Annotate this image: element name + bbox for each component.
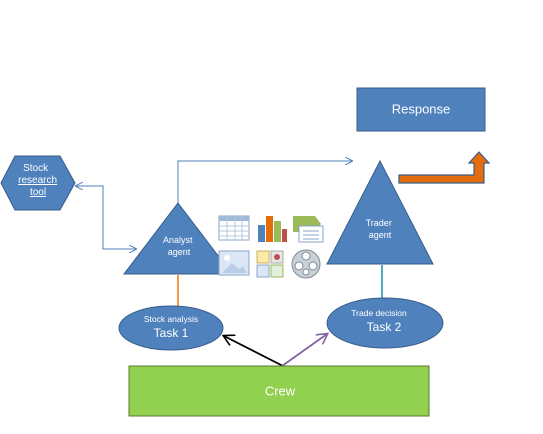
clip-art-icon[interactable]: [256, 250, 284, 278]
crew-to-task2-arrow: [281, 334, 327, 367]
table-icon[interactable]: [218, 215, 250, 241]
trader-label-line-1: Trader: [366, 218, 392, 228]
tool-analyst-connector: [76, 186, 136, 249]
response-node: Response: [356, 87, 486, 132]
task2-node: Trade decision Task 2: [326, 297, 444, 349]
response-label: Response: [392, 101, 451, 116]
tool-label-line-3: tool: [30, 187, 46, 198]
svg-text:Trader agent: Trader agent: [366, 218, 395, 240]
task1-node: Stock analysis Task 1: [118, 305, 224, 351]
analyst-label-line-2: agent: [168, 247, 191, 257]
smartart-icon[interactable]: [293, 216, 324, 243]
bar-chart-icon[interactable]: [258, 216, 287, 242]
crew-to-task1-arrow: [224, 336, 284, 367]
task2-title: Task 2: [367, 320, 402, 334]
task1-subtitle: Stock analysis: [144, 314, 198, 324]
task1-title: Task 1: [154, 326, 189, 340]
media-reel-icon[interactable]: [291, 249, 321, 279]
analyst-to-response-connector: [177, 161, 352, 203]
svg-text:Analyst agent: Analyst agent: [163, 235, 195, 257]
trader-agent-node: Trader agent: [326, 159, 434, 265]
analyst-label-line-1: Analyst: [163, 235, 193, 245]
svg-text:Stock research too: Stock research tool: [18, 163, 60, 198]
stock-research-tool-node: Stock research tool: [0, 155, 76, 211]
crew-node: Crew: [128, 365, 430, 417]
trader-to-response-arrow: [398, 151, 491, 184]
crew-label: Crew: [265, 383, 296, 398]
task2-subtitle: Trade decision: [351, 308, 407, 318]
tool-label-line-1: Stock: [23, 163, 49, 174]
trader-label-line-2: agent: [369, 230, 392, 240]
analyst-agent-node: Analyst agent: [122, 202, 234, 275]
picture-icon[interactable]: [218, 250, 250, 276]
tool-label-line-2: research: [18, 175, 57, 186]
